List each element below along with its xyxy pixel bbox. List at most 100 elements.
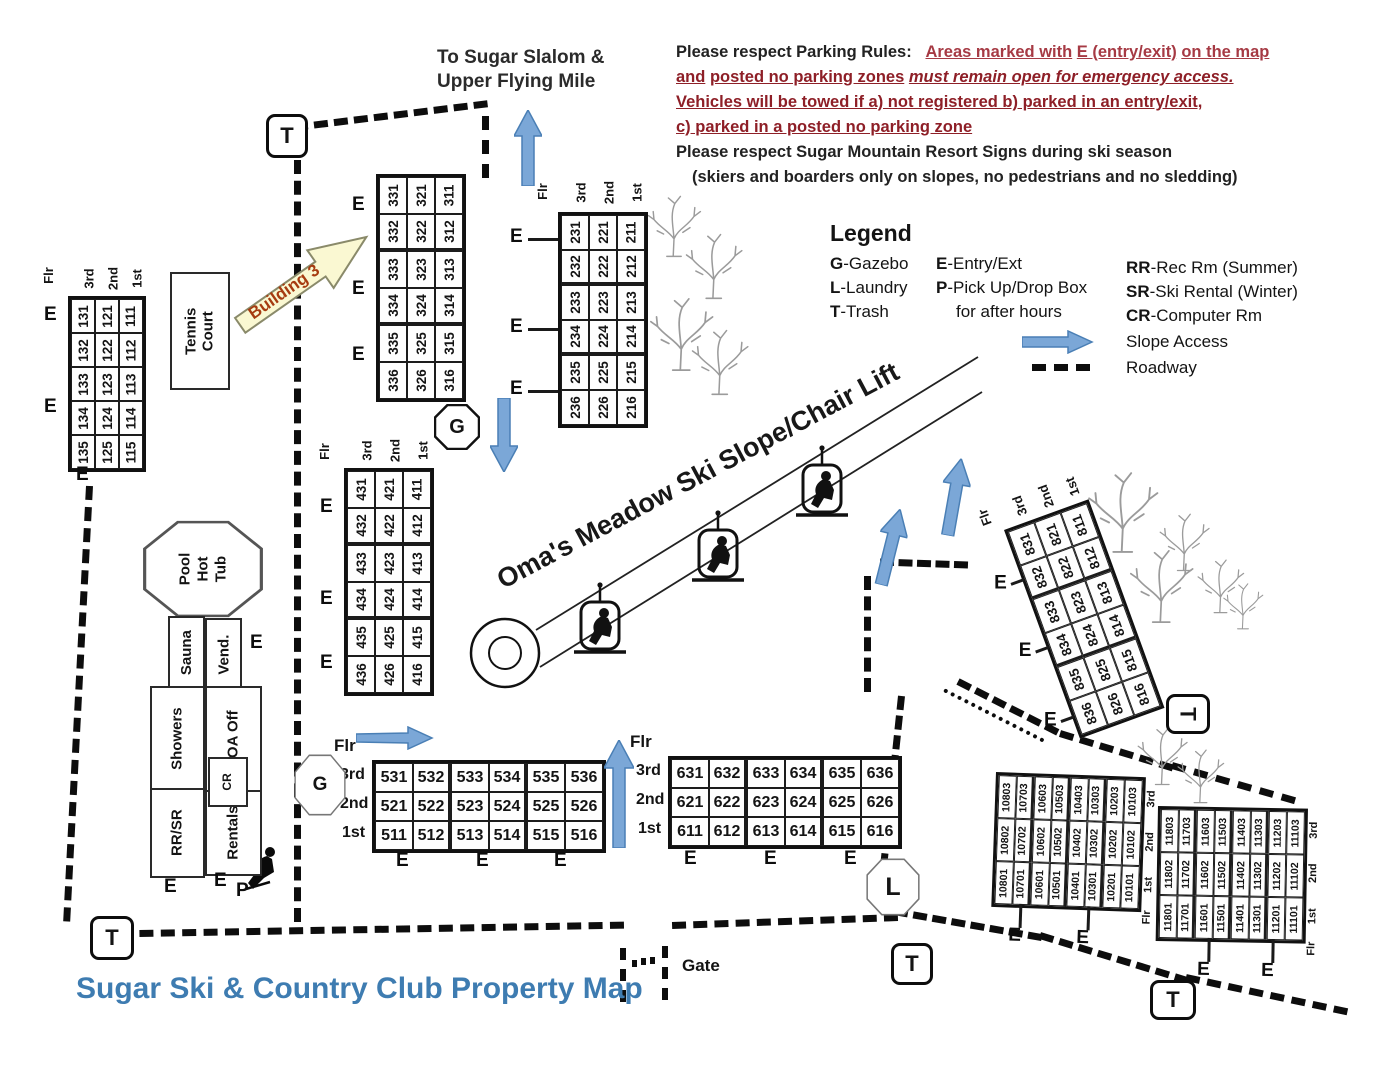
unit-cell: 316 bbox=[435, 362, 463, 399]
legend-heading: Legend bbox=[830, 220, 912, 246]
unit-cell: 535 bbox=[527, 763, 565, 792]
pool-hot-tub: Pool Hot Tub bbox=[142, 520, 264, 618]
pickup-drop-marker: P bbox=[236, 880, 249, 901]
unit-cell: 534 bbox=[489, 763, 527, 792]
unit-cell: 633 bbox=[747, 759, 785, 788]
unit-cell: 114 bbox=[119, 401, 143, 435]
unit-cell: 511 bbox=[375, 821, 413, 850]
unit-cell: 10302 bbox=[1085, 821, 1106, 865]
unit-cell: 525 bbox=[527, 792, 565, 821]
trash-letter: T bbox=[280, 123, 294, 148]
unit-cell: 413 bbox=[403, 545, 431, 582]
unit-cell: 314 bbox=[435, 288, 463, 325]
unit-cell: 125 bbox=[95, 435, 119, 469]
unit-cell: 412 bbox=[403, 508, 431, 545]
unit-cell: 516 bbox=[565, 821, 603, 850]
unit-cell: 536 bbox=[565, 763, 603, 792]
unit-cell: 433 bbox=[347, 545, 375, 582]
entry-marker: E bbox=[320, 588, 333, 609]
entry-marker: E bbox=[1018, 640, 1032, 662]
unit-cell: 10501 bbox=[1048, 862, 1068, 907]
entry-marker: E bbox=[510, 316, 523, 337]
unit-cell: 11301 bbox=[1248, 896, 1268, 940]
showers: Showers bbox=[150, 686, 205, 792]
unit-cell: 11303 bbox=[1250, 810, 1269, 854]
entry-marker: E bbox=[510, 226, 523, 247]
tree-icon bbox=[691, 329, 749, 396]
unit-cell: 226 bbox=[589, 390, 617, 425]
unit-cell: 111 bbox=[119, 299, 143, 333]
unit-cell: 11403 bbox=[1232, 810, 1251, 854]
unit-cell: 233 bbox=[561, 285, 589, 320]
sauna: Sauna bbox=[168, 616, 205, 690]
to-sugar-slalom-label: To Sugar Slalom & Upper Flying Mile bbox=[437, 47, 605, 92]
unit-cell: 614 bbox=[785, 817, 823, 846]
unit-cell: 10601 bbox=[1030, 862, 1050, 906]
entry-marker: E bbox=[44, 396, 57, 417]
unit-cell: 436 bbox=[347, 656, 375, 693]
entry-marker: E bbox=[1075, 926, 1090, 949]
unit-cell: 10801 bbox=[994, 861, 1014, 905]
unit-cell: 133 bbox=[71, 367, 95, 401]
entry-marker: E bbox=[1044, 709, 1057, 731]
computer-room: CR bbox=[208, 757, 248, 807]
unit-cell: 10303 bbox=[1087, 778, 1107, 822]
unit-cell: 10301 bbox=[1084, 864, 1104, 908]
unit-cell: 321 bbox=[407, 177, 435, 214]
entry-marker: E bbox=[396, 850, 409, 871]
unit-cell: 213 bbox=[617, 285, 645, 320]
unit-cell: 232 bbox=[561, 250, 589, 285]
tennis-court: Tennis Court bbox=[170, 272, 230, 390]
restroom-ski-rental: RR/SR bbox=[150, 788, 205, 878]
unit-cell: 615 bbox=[823, 817, 861, 846]
tree-icon bbox=[1159, 513, 1210, 572]
unit-cell: 11603 bbox=[1196, 809, 1215, 853]
unit-cell: 324 bbox=[407, 288, 435, 325]
unit-cell: 416 bbox=[403, 656, 431, 693]
unit-cell: 10701 bbox=[1012, 861, 1032, 906]
unit-cell: 235 bbox=[561, 355, 589, 390]
unit-cell: 11702 bbox=[1177, 852, 1197, 896]
trash-marker: T bbox=[90, 916, 134, 960]
roadway-legend-icon bbox=[1032, 364, 1090, 371]
trash-marker: T bbox=[1150, 980, 1196, 1020]
unit-cell: 10201 bbox=[1102, 864, 1122, 909]
unit-cell: 424 bbox=[375, 582, 403, 619]
unit-cell: 635 bbox=[823, 759, 861, 788]
unit-cell: 10402 bbox=[1067, 820, 1088, 865]
unit-cell: 11802 bbox=[1159, 852, 1179, 896]
unit-cell: 10401 bbox=[1066, 863, 1086, 908]
unit-cell: 526 bbox=[565, 792, 603, 821]
unit-cell: 124 bbox=[95, 401, 119, 435]
unit-cell: 414 bbox=[403, 582, 431, 619]
slope-access-arrow-icon bbox=[1022, 330, 1094, 354]
unit-cell: 326 bbox=[407, 362, 435, 399]
unit-cell: 211 bbox=[617, 215, 645, 250]
unit-cell: 225 bbox=[589, 355, 617, 390]
unit-cell: 11402 bbox=[1231, 853, 1251, 897]
tree-icon bbox=[685, 233, 743, 300]
unit-cell: 612 bbox=[709, 817, 747, 846]
entry-marker: E bbox=[214, 870, 227, 891]
unit-cell: 11501 bbox=[1212, 895, 1232, 940]
unit-cell: 10702 bbox=[1013, 818, 1034, 863]
unit-cell: 515 bbox=[527, 821, 565, 850]
unit-cell: 115 bbox=[119, 435, 143, 469]
tree-icon bbox=[1129, 549, 1194, 623]
unit-cell: 311 bbox=[435, 177, 463, 214]
unit-cell: 425 bbox=[375, 619, 403, 656]
unit-cell: 11201 bbox=[1266, 896, 1286, 941]
tree-icon bbox=[649, 297, 714, 371]
entry-marker: E bbox=[1007, 924, 1022, 946]
entry-marker: E bbox=[1196, 958, 1211, 980]
unit-cell: 11803 bbox=[1160, 809, 1179, 853]
unit-cell: 223 bbox=[589, 285, 617, 320]
entry-marker: E bbox=[684, 848, 697, 869]
unit-cell: 336 bbox=[379, 362, 407, 399]
unit-cell: 422 bbox=[375, 508, 403, 545]
